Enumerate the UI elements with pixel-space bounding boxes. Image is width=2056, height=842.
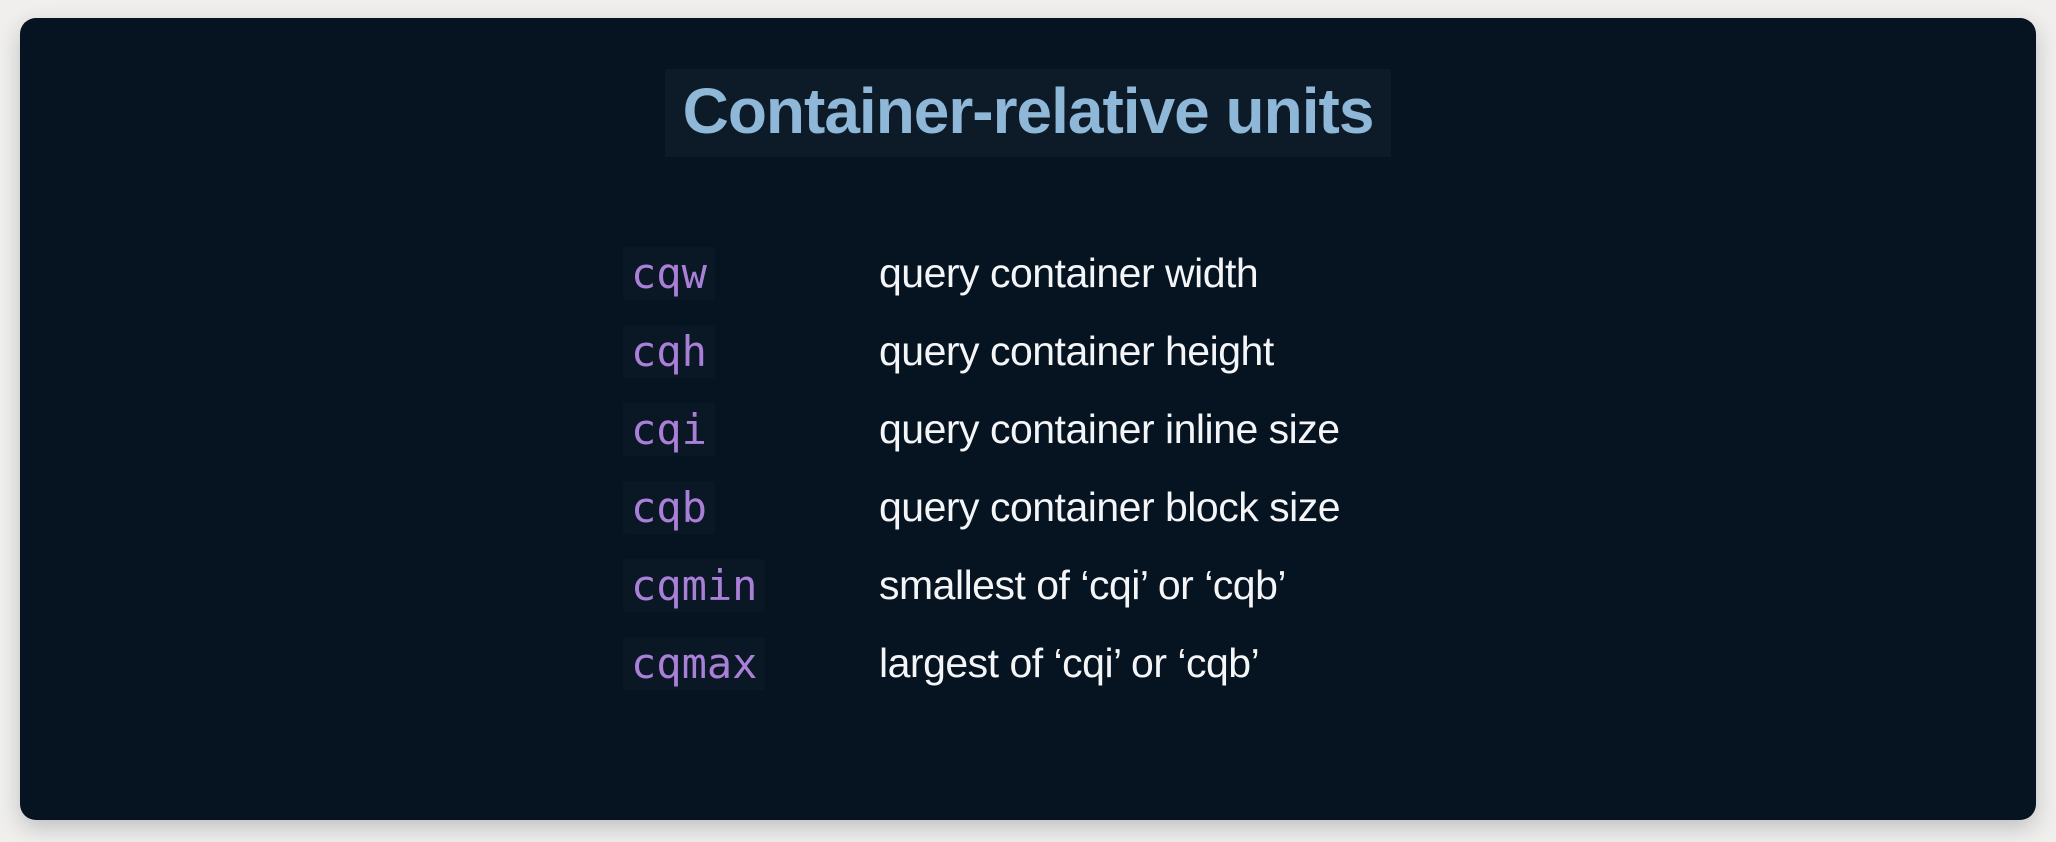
unit-description: query container height <box>879 327 1274 374</box>
units-list: cqw query container width cqh query cont… <box>623 234 1433 702</box>
unit-row: cqh query container height <box>623 312 1433 390</box>
unit-name: cqw <box>631 248 707 298</box>
page-title-text: Container-relative units <box>664 69 1392 157</box>
unit-name: cqb <box>631 482 707 532</box>
unit-description: query container width <box>879 249 1259 296</box>
unit-row: cqmin smallest of ‘cqi’ or ‘cqb’ <box>623 546 1433 624</box>
unit-name: cqi <box>631 404 707 454</box>
unit-row: cqmax largest of ‘cqi’ or ‘cqb’ <box>623 624 1433 702</box>
unit-description: smallest of ‘cqi’ or ‘cqb’ <box>879 561 1287 608</box>
unit-name: cqmin <box>631 560 758 610</box>
unit-description: query container inline size <box>879 405 1340 452</box>
unit-description: query container block size <box>879 483 1341 530</box>
unit-description: largest of ‘cqi’ or ‘cqb’ <box>879 639 1260 686</box>
unit-row: cqw query container width <box>623 234 1433 312</box>
page-title: Container-relative units <box>20 69 2036 157</box>
unit-name: cqh <box>631 326 707 376</box>
unit-row: cqi query container inline size <box>623 390 1433 468</box>
unit-row: cqb query container block size <box>623 468 1433 546</box>
container-units-card: Container-relative units cqw query conta… <box>20 18 2036 820</box>
unit-name: cqmax <box>631 638 758 688</box>
